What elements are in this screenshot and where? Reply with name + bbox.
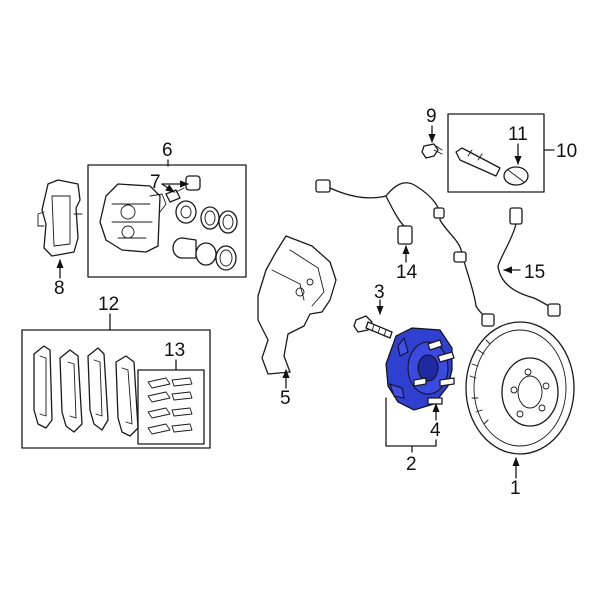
callout-8: 8 (54, 278, 65, 299)
callout-5: 5 (280, 388, 291, 409)
callout-12: 12 (98, 294, 119, 315)
callout-15: 15 (524, 262, 545, 283)
callout-labels: 1 2 3 4 5 6 7 8 9 10 11 12 13 14 15 (54, 106, 577, 499)
caliper-bracket[interactable] (37, 179, 83, 257)
callout-1: 1 (510, 478, 521, 499)
callout-9: 9 (426, 106, 437, 127)
wear-sensor-harness[interactable] (497, 207, 561, 317)
pad-hardware-group-box (137, 369, 205, 445)
callout-13: 13 (164, 340, 185, 361)
callout-2: 2 (406, 454, 417, 475)
callout-6: 6 (162, 140, 173, 161)
callout-10: 10 (556, 141, 577, 162)
brake-pads[interactable] (33, 345, 139, 437)
leader-lines (56, 125, 555, 479)
mounting-bolt-9[interactable] (421, 143, 443, 159)
pad-hardware-clips[interactable] (147, 377, 193, 435)
brake-pad-group-box (21, 329, 211, 449)
hub-mounting-bolt[interactable] (353, 315, 393, 339)
bleeder-cap[interactable] (185, 175, 201, 191)
callout-7: 7 (150, 172, 161, 193)
caliper-group-box (87, 164, 247, 278)
wheel-studs[interactable] (413, 339, 455, 405)
caliper-pistons[interactable] (172, 237, 237, 271)
callout-3: 3 (374, 282, 385, 303)
guide-pin[interactable] (455, 147, 501, 177)
caliper-body[interactable] (99, 183, 167, 253)
callout-4: 4 (430, 420, 441, 441)
abs-sensor-harness[interactable] (315, 179, 495, 327)
bleeder-screw[interactable] (165, 187, 185, 203)
brake-rotor[interactable] (465, 321, 575, 455)
guide-pin-group-box (447, 113, 545, 193)
callout-14: 14 (396, 262, 418, 283)
piston-seal-rings[interactable] (175, 200, 238, 234)
dust-shield[interactable] (257, 235, 337, 375)
callout-11: 11 (508, 124, 528, 145)
guide-pin-boot[interactable] (503, 166, 529, 186)
